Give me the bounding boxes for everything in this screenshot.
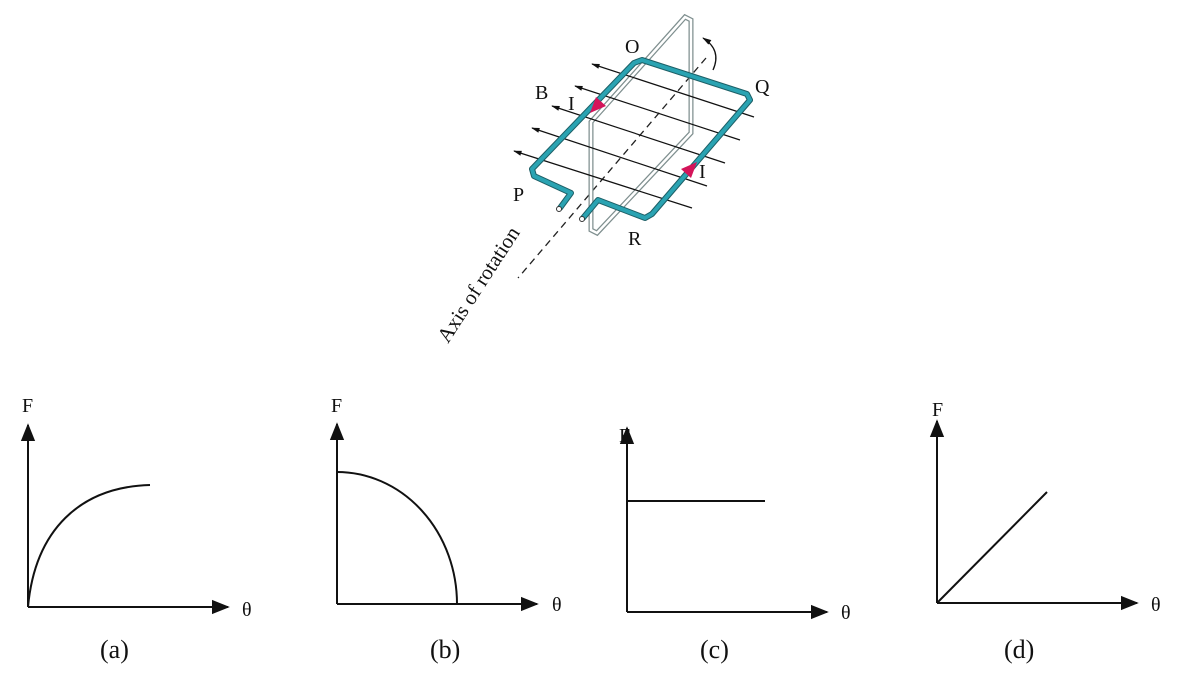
coil-diagram: O Q B I I P R Axis of rotation xyxy=(432,13,770,347)
graph-a-xlabel: θ xyxy=(242,599,252,621)
rotation-axis xyxy=(517,57,707,279)
graph-b-xlabel: θ xyxy=(552,594,562,616)
graph-c-xlabel: θ xyxy=(841,602,851,624)
label-B: B xyxy=(535,82,548,104)
label-O: O xyxy=(625,36,639,58)
label-Q: Q xyxy=(755,76,770,98)
label-I-top: I xyxy=(568,93,575,115)
label-R: R xyxy=(628,228,642,250)
graph-a xyxy=(20,423,230,615)
graph-d-ylabel: F xyxy=(932,399,943,421)
graph-a-caption: (a) xyxy=(100,635,129,664)
label-P: P xyxy=(513,184,524,206)
rotated-frame xyxy=(588,13,694,237)
axis-of-rotation-label: Axis of rotation xyxy=(432,222,525,347)
graph-d xyxy=(929,419,1139,611)
graph-d-xlabel: θ xyxy=(1151,594,1161,616)
graph-c-caption: (c) xyxy=(700,635,729,664)
graph-c xyxy=(619,426,829,620)
curve-b xyxy=(336,471,458,605)
current-arrow-icon xyxy=(590,97,606,113)
current-arrow-icon xyxy=(681,162,697,178)
current-loop xyxy=(529,57,753,222)
curve-a xyxy=(27,484,151,608)
graph-b-caption: (b) xyxy=(430,635,460,664)
graph-b-ylabel: F xyxy=(331,395,342,417)
graph-d-caption: (d) xyxy=(1004,635,1034,664)
graph-a-ylabel: F xyxy=(22,395,33,417)
graph-c-ylabel: F xyxy=(619,425,630,447)
graph-b xyxy=(329,422,539,612)
rotation-arrow-icon xyxy=(702,37,717,71)
curve-d xyxy=(936,491,1048,604)
label-I-right: I xyxy=(699,161,706,183)
